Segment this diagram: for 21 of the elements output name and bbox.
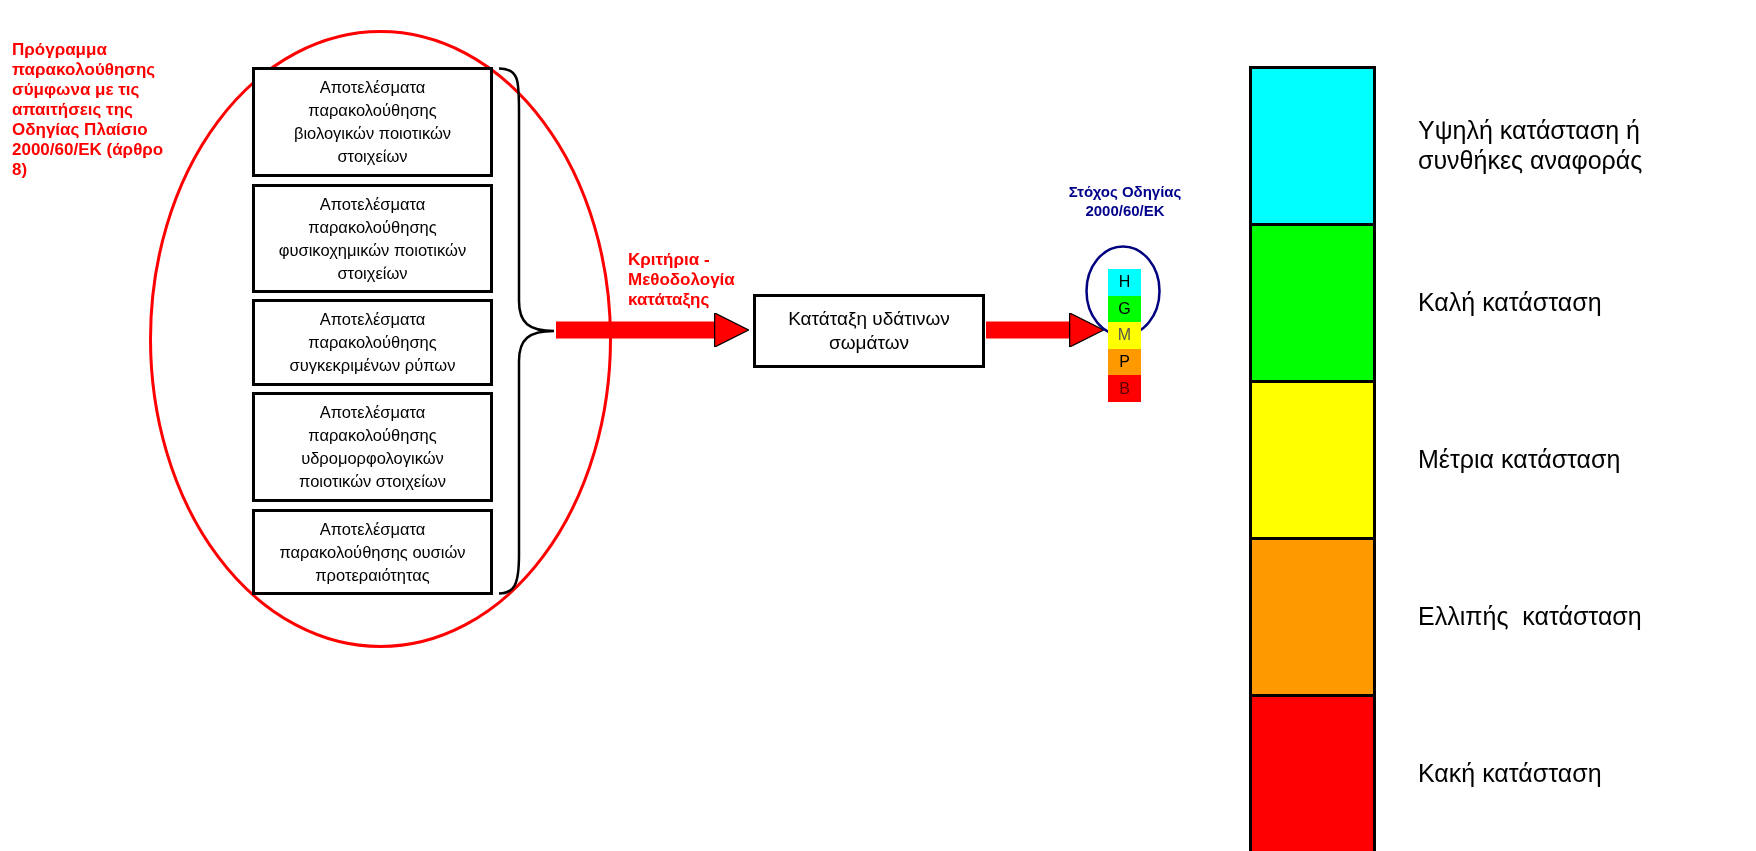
status-level: M	[1108, 322, 1141, 349]
edge-label: Κριτήρια - Μεθοδολογία κατάταξης	[628, 250, 736, 310]
status-level: B	[1108, 375, 1141, 402]
status-level: G	[1108, 295, 1141, 323]
block-arrow	[986, 312, 1105, 348]
legend-label: Υψηλή κατάσταση ή συνθήκες αναφοράς	[1418, 114, 1644, 175]
group-heading: Πρόγραμμα παρακολούθησης σύμφωνα με τις απαιτήσεις της Οδηγίας Πλαίσιο 2000/60/ΕΚ (άρθρο 8)	[12, 40, 165, 180]
status-level: H	[1108, 269, 1141, 296]
process-box: Αποτελέσματα παρακολούθησης βιολογικών ποιοτικών στοιχείων	[252, 67, 493, 177]
legend-label: Ελλιπής κατάσταση	[1418, 600, 1642, 631]
legend-label: Κακή κατάσταση	[1418, 757, 1602, 788]
process-box: Αποτελέσματα παρακολούθησης ουσιών προτεραιότητας	[252, 509, 493, 595]
process-box: Αποτελέσματα παρακολούθησης συγκεκριμένων ρύπων	[252, 299, 493, 386]
process-box: Κατάταξη υδάτινων σωμάτων	[753, 294, 985, 368]
legend-label: Καλή κατάσταση	[1418, 286, 1602, 317]
legend-label: Μέτρια κατάσταση	[1418, 443, 1621, 474]
process-box: Αποτελέσματα παρακολούθησης υδρομορφολογικών ποιοτικών στοιχείων	[252, 392, 493, 502]
target-heading: Στόχος Οδηγίας 2000/60/ΕΚ	[1067, 182, 1183, 220]
status-level: P	[1108, 348, 1141, 376]
process-box: Αποτελέσματα παρακολούθησης φυσικοχημικών ποιοτικών στοιχείων	[252, 184, 493, 293]
block-arrow	[556, 312, 750, 348]
